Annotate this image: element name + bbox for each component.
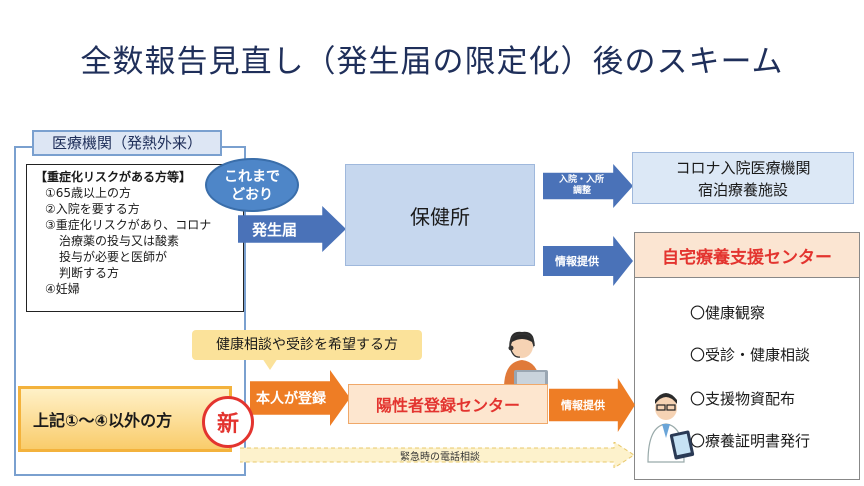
clinic-tab-label: 医療機関（発熱外来） <box>32 130 222 156</box>
doctor-icon <box>647 393 695 463</box>
self-register-arrow: 本人が登録 <box>250 370 350 426</box>
support-item: 〇受診・健康相談 <box>690 346 811 364</box>
operator-icon <box>504 331 548 390</box>
self-register-arrow-label: 本人が登録 <box>256 391 326 407</box>
new-badge: 新 <box>202 396 254 448</box>
risk-item-cont: 投与が必要と医師が <box>59 250 168 264</box>
support-item: 〇療養証明書発行 <box>690 432 811 450</box>
support-item: 〇健康観察 <box>690 304 766 322</box>
as-before-line-1: これまで <box>224 169 280 185</box>
notification-arrow-label: 発生届 <box>252 220 298 239</box>
home-care-support-title: 自宅療養支援センター <box>634 232 860 278</box>
risk-item-cont: 治療薬の投与又は酸素 <box>59 234 180 248</box>
other-patients-box: 上記①～④以外の方 <box>18 386 232 452</box>
emergency-arrow-outline <box>240 442 634 468</box>
health-center-box: 保健所 <box>345 164 535 266</box>
as-before-line-2: どおり <box>231 187 273 203</box>
support-item: 〇支援物資配布 <box>690 390 796 408</box>
risk-group-box: 【重症化リスクがある方等】 ①65歳以上の方 ②入院を要する方 ③重症化リスクが… <box>26 164 244 312</box>
admission-arrow: 入院・入所 調整 <box>543 164 633 208</box>
risk-item: ④妊婦 <box>45 282 80 296</box>
admission-arrow-label-1: 入院・入所 <box>559 175 605 185</box>
risk-item: ①65歳以上の方 <box>45 186 132 200</box>
as-before-bubble: これまで どおり <box>205 158 299 212</box>
risk-item: ②入院を要する方 <box>45 202 140 216</box>
corona-hospital-box: コロナ入院医療機関 宿泊療養施設 <box>632 152 854 204</box>
emergency-phone-label: 緊急時の電話相談 <box>400 452 480 463</box>
corona-box-line-1: コロナ入院医療機関 <box>675 159 811 177</box>
risk-heading: 【重症化リスクがある方等】 <box>35 170 192 184</box>
info-arrow-lower: 情報提供 <box>549 378 635 432</box>
corona-box-line-2: 宿泊療養施設 <box>697 181 788 199</box>
positive-registration-center: 陽性者登録センター <box>348 384 548 424</box>
risk-item: ③重症化リスクがあり、コロナ <box>45 218 212 232</box>
consultation-bubble-tail <box>262 358 278 370</box>
admission-arrow-label-2: 調整 <box>573 186 592 196</box>
info-arrow-lower-label: 情報提供 <box>561 399 605 412</box>
info-arrow-upper: 情報提供 <box>543 236 633 286</box>
notification-arrow: 発生届 <box>238 206 346 252</box>
page-title: 全数報告見直し（発生届の限定化）後のスキーム <box>80 44 784 80</box>
info-arrow-upper-label: 情報提供 <box>555 255 599 268</box>
consultation-wish-bubble: 健康相談や受診を希望する方 <box>192 330 422 360</box>
risk-item-cont: 判断する方 <box>59 266 120 280</box>
